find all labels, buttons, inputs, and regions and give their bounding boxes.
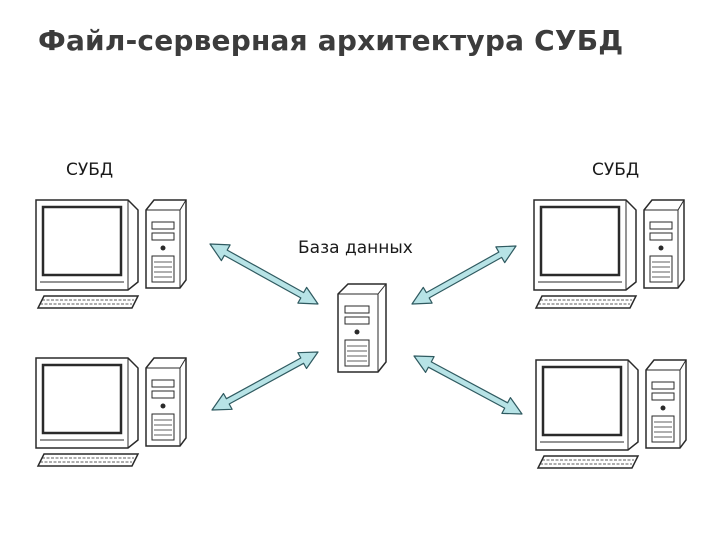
database-label: База данных: [298, 238, 413, 258]
diagram-title: Файл-серверная архитектура СУБД: [38, 24, 624, 57]
dbms-label-left: СУБД: [66, 160, 114, 180]
arrow-bottom-right: [413, 355, 523, 415]
server-tower-icon: [337, 283, 387, 373]
workstation-top-right: [532, 198, 686, 310]
arrow-top-left: [209, 243, 319, 305]
arrow-top-right: [411, 245, 517, 305]
file-server: [337, 283, 387, 373]
desktop-computer-icon: [532, 198, 686, 310]
dbms-label-right: СУБД: [592, 160, 640, 180]
connection-arrows: [209, 243, 523, 415]
desktop-computer-icon: [534, 358, 688, 470]
desktop-computer-icon: [34, 356, 188, 468]
desktop-computer-icon: [34, 198, 188, 310]
workstation-top-left: [34, 198, 188, 310]
workstation-bottom-left: [34, 356, 188, 468]
arrow-bottom-left: [211, 351, 319, 411]
workstation-bottom-right: [534, 358, 688, 470]
